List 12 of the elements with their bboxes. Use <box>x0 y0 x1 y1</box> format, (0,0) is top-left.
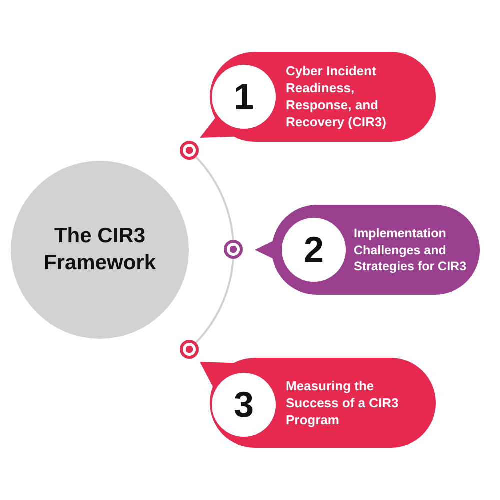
bubble-text: Cyber Incident Readiness, Response, and Recovery (CIR3) <box>286 62 388 132</box>
arc-connector <box>195 156 234 240</box>
ring-marker-icon <box>180 340 199 359</box>
topic-title: The CIR3 Framework <box>42 224 158 277</box>
bubble-text: Measuring the Success of a CIR3 Program <box>286 377 400 429</box>
arc-connector <box>195 258 234 344</box>
step-number: 1 <box>212 65 276 129</box>
bubble-text: Implementation Challenges and Strategies for CIR3 <box>354 225 468 275</box>
ring-marker-icon <box>224 240 243 259</box>
ring-marker-icon <box>180 141 199 160</box>
step-number: 3 <box>212 373 276 437</box>
step-number: 2 <box>282 218 346 282</box>
